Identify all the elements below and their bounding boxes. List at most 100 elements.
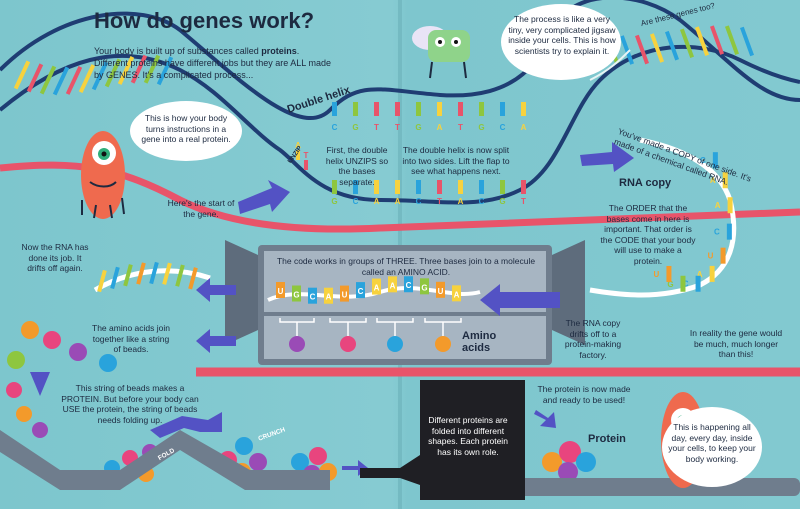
order-text: The ORDER that the bases come in here is… — [600, 203, 696, 266]
rna-copy-base-letter: A — [697, 270, 703, 279]
rna-copy-base-letter: G — [667, 280, 673, 289]
rna-copy-base-bar — [709, 265, 715, 282]
arrow-crunch — [150, 412, 222, 438]
code-groups-text: The code works in groups of THREE. Three… — [276, 256, 536, 277]
rna-copy-base-letter: C — [714, 228, 720, 237]
helix-bottom-base-bar — [395, 180, 400, 194]
rna-drift-base-bar — [136, 262, 146, 285]
rna-drift-base-bar — [110, 266, 120, 290]
helix-deco-right-bar — [739, 26, 755, 57]
folded-text: Different proteins are folded into diffe… — [428, 415, 508, 457]
helix-deco-left-bar — [52, 66, 70, 96]
factory-base-bar — [372, 278, 381, 295]
helix-bottom-base-letter: C — [416, 197, 422, 206]
arrow-start — [238, 180, 290, 214]
helix-bottom-base-bar — [479, 180, 484, 194]
helix-deco-right-bar — [709, 25, 725, 55]
factory-base-letter: G — [421, 283, 427, 292]
helix-top-base-letter: G — [415, 123, 421, 132]
helix-deco-left-bar — [78, 64, 96, 94]
intro-after: . Different proteins have different jobs… — [94, 46, 331, 80]
rna-drift-base-bar — [162, 262, 172, 285]
flap-edge — [589, 49, 631, 81]
rna-done-text: Now the RNA has done its job. It drifts … — [21, 242, 89, 273]
factory-base-bar — [388, 276, 397, 293]
protein-made-text: The protein is now made and ready to be … — [537, 384, 631, 405]
helix-deco-right-bar — [634, 34, 650, 65]
longer-text: In reality the gene would be much, much … — [689, 328, 783, 359]
factory-base-bar — [340, 285, 349, 302]
helix-deco-left-bar — [13, 60, 31, 90]
rna-drifts-text: The RNA copy drifts off to a protein-mak… — [564, 318, 622, 360]
arrow-into-factory — [480, 284, 560, 316]
amino-acid-1 — [289, 336, 305, 352]
bubble-happening — [662, 407, 762, 487]
rna-drift-base-bar — [123, 264, 133, 287]
factory-base-letter: C — [358, 287, 364, 296]
helix-top-base-letter: A — [437, 123, 443, 132]
rna-drift-base-bar — [175, 264, 185, 287]
rna-copy-label: RNA copy — [619, 177, 672, 189]
factory-base-letter: C — [310, 293, 316, 302]
factory-base-letter: A — [390, 281, 396, 290]
bubble-monster — [130, 101, 242, 161]
rna-copy-base-letter: A — [715, 201, 721, 210]
helix-deco-left-bar — [104, 58, 122, 88]
helix-bottom-base-letter: T — [521, 197, 526, 206]
amino-acid-3 — [387, 336, 403, 352]
factory-base-bar — [436, 281, 445, 298]
amino-join-text: The amino acids join together like a str… — [92, 323, 170, 354]
helix-deco-left-bar — [39, 65, 57, 95]
helix-bottom-base-letter: T — [437, 197, 442, 206]
amino-acid-4 — [435, 336, 451, 352]
string-beads-text: This string of beads makes a PROTEIN. Bu… — [61, 383, 199, 425]
helix-backbone-1 — [0, 0, 800, 120]
rna-copy-base-bar — [712, 152, 718, 169]
amino-links — [279, 318, 462, 336]
factory-base-letter: U — [342, 291, 348, 300]
arrow-out-factory — [196, 278, 236, 302]
helix-bottom-base-bar — [437, 180, 442, 194]
helix-top-base-bar — [458, 102, 463, 116]
unzip-base-bar — [304, 160, 308, 170]
helix-top-base-letter: C — [332, 123, 338, 132]
page-title: How do genes work? — [94, 8, 315, 33]
helix-bottom-base-bar — [374, 180, 379, 194]
intro-bold: proteins — [261, 46, 297, 56]
helix-top-base-bar — [395, 102, 400, 116]
helix-bottom-base-letter: G — [331, 197, 337, 206]
factory-base-bar — [404, 276, 413, 293]
protein-label: Protein — [588, 433, 626, 445]
helix-deco-left-bar — [143, 54, 161, 84]
factory-base-letter: U — [278, 287, 284, 296]
factory-base-letter: A — [326, 293, 332, 302]
rna-copy-base-bar — [727, 197, 733, 214]
helix-bottom-base-bar — [416, 180, 421, 194]
arrow-down — [30, 372, 50, 396]
rna-copy-base-bar — [726, 223, 732, 240]
split-text: The double helix is now split into two s… — [402, 145, 510, 176]
helix-bottom-base-bar — [353, 180, 358, 194]
factory-base-letter: A — [374, 284, 380, 293]
unzip-base-letter: A — [295, 141, 301, 150]
helix-top-base-letter: T — [458, 123, 463, 132]
helix-deco-right-bar — [724, 25, 740, 55]
rna-copy-base-bar — [666, 265, 672, 282]
rna-copy-base-bar — [722, 172, 728, 189]
helix-top-base-bar — [521, 102, 526, 116]
factory-base-bar — [452, 285, 461, 302]
folding-machine — [360, 380, 525, 500]
helix-top-base-letter: A — [521, 123, 527, 132]
rna-copy-base-letter: U — [708, 252, 714, 261]
factory-base-bar — [324, 287, 333, 304]
helix-top-base-bar — [353, 102, 358, 116]
bubble-monster-text: This is how your body turns instructions… — [141, 113, 231, 144]
helix-deco-right-bar — [619, 35, 635, 65]
helix-top-base-letter: T — [395, 123, 400, 132]
rna-copy-base-letter: U — [654, 270, 660, 279]
helix-deco-left-bar — [91, 61, 109, 91]
arrow-protein — [534, 410, 556, 428]
